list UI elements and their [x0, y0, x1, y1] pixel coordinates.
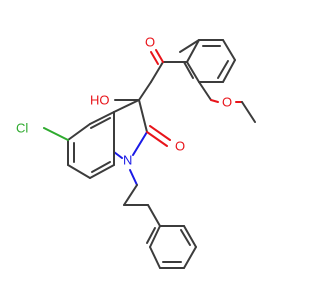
bond	[149, 225, 161, 248]
bond	[222, 59, 236, 83]
bond	[138, 99, 148, 133]
bond	[146, 131, 168, 147]
methoxyphenyl-ring	[179, 39, 236, 83]
ketone-oxygen-label: O	[145, 35, 155, 50]
bond	[183, 61, 194, 79]
bond	[150, 61, 164, 83]
bond	[132, 131, 148, 156]
bond	[123, 184, 138, 206]
lactam-oxygen-label: O	[175, 139, 185, 154]
chlorine-label: Cl	[16, 121, 28, 136]
bond	[150, 51, 159, 65]
bond	[155, 49, 164, 63]
bond	[90, 117, 111, 129]
bond	[146, 227, 156, 244]
hydroxyl-label: HO	[90, 93, 110, 108]
bond	[241, 101, 256, 123]
bond	[43, 127, 69, 141]
bond	[138, 81, 152, 101]
bond	[186, 39, 200, 63]
bond	[67, 164, 91, 179]
bond	[149, 125, 171, 141]
bond	[186, 61, 200, 83]
bond	[91, 161, 111, 173]
bond	[183, 225, 197, 248]
phenyl-ring	[146, 204, 197, 269]
bond	[183, 246, 197, 269]
bond	[180, 229, 191, 246]
bond	[129, 169, 138, 186]
bond	[222, 39, 236, 61]
bond	[198, 81, 212, 101]
indoline-benzene-ring	[67, 111, 115, 179]
nitrogen-label: N	[123, 153, 132, 168]
bond	[67, 123, 91, 141]
bond	[210, 99, 219, 103]
bond	[179, 39, 200, 53]
bond	[89, 164, 115, 179]
bond	[113, 99, 140, 113]
bond	[217, 60, 229, 79]
bond	[113, 151, 123, 159]
bond	[147, 204, 161, 227]
bond	[89, 111, 115, 125]
bond	[149, 246, 161, 269]
molecule-structure: O O HO O Cl N	[16, 35, 256, 269]
methoxy-oxygen-label: O	[222, 95, 232, 110]
